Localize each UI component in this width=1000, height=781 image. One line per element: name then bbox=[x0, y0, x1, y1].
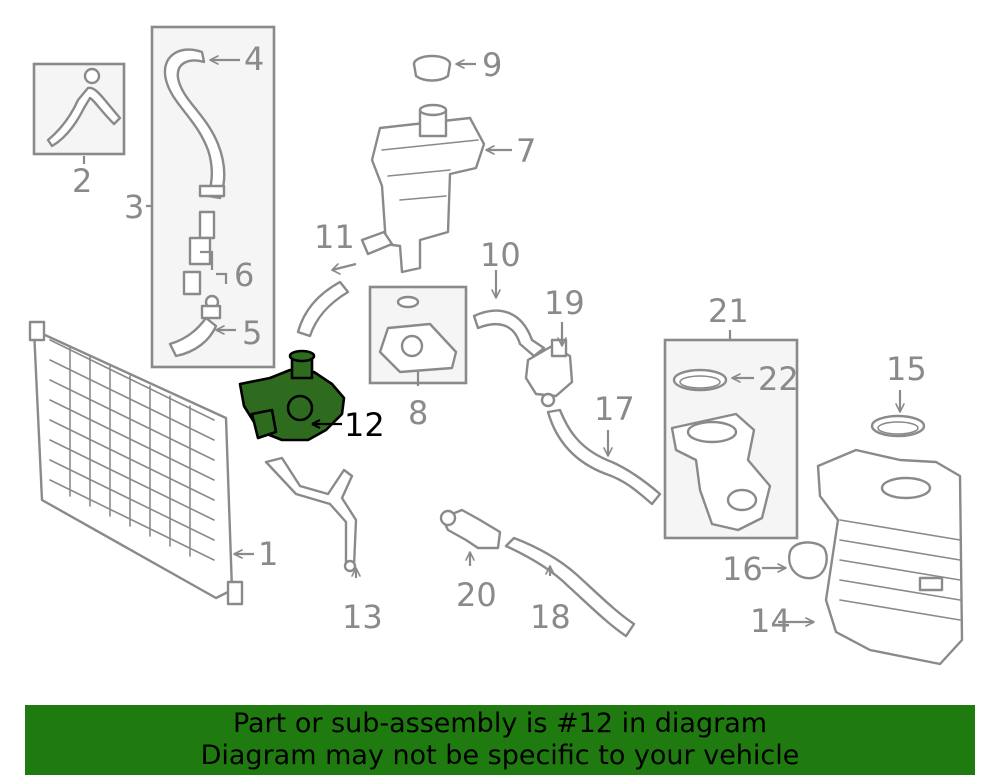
part-15-clamp[interactable] bbox=[870, 414, 926, 438]
part-12-water-pump[interactable] bbox=[238, 349, 346, 442]
part-8-bracket[interactable] bbox=[378, 295, 458, 374]
banner-line-1: Part or sub-assembly is #12 in diagram bbox=[232, 708, 768, 739]
callout-18: 18 bbox=[530, 598, 571, 636]
callout-13: 13 bbox=[342, 598, 383, 636]
callout-3: 3 bbox=[124, 188, 144, 226]
callout-11: 11 bbox=[314, 218, 355, 256]
part-16-gasket[interactable] bbox=[788, 541, 828, 580]
callout-15: 15 bbox=[886, 350, 927, 388]
callout-16: 16 bbox=[722, 550, 763, 588]
part-7-reservoir[interactable] bbox=[360, 103, 486, 274]
part-19-housing[interactable] bbox=[524, 338, 574, 408]
part-2-hose[interactable] bbox=[46, 67, 122, 148]
callout-7: 7 bbox=[516, 132, 536, 170]
callout-8: 8 bbox=[408, 394, 428, 432]
parts-diagram: 1 2 3 4 5 6 7 8 9 10 11 12 13 14 15 16 1… bbox=[28, 25, 964, 666]
callout-19: 19 bbox=[544, 284, 585, 322]
callout-1: 1 bbox=[258, 535, 278, 573]
callout-9: 9 bbox=[482, 46, 502, 84]
part-11-hose[interactable] bbox=[296, 280, 350, 338]
callout-22: 22 bbox=[758, 360, 799, 398]
part-1-radiator[interactable] bbox=[28, 320, 244, 606]
callout-20: 20 bbox=[456, 576, 497, 614]
part-9-cap[interactable] bbox=[412, 54, 452, 82]
callout-4: 4 bbox=[244, 40, 264, 78]
callout-2: 2 bbox=[72, 162, 92, 200]
callout-21: 21 bbox=[708, 292, 749, 330]
part-17-hose[interactable] bbox=[546, 408, 662, 506]
callout-14: 14 bbox=[750, 602, 791, 640]
callout-17: 17 bbox=[594, 390, 635, 428]
part-14-inverter[interactable] bbox=[816, 448, 964, 666]
part-21-housing[interactable] bbox=[670, 412, 772, 532]
info-banner: Part or sub-assembly is #12 in diagram D… bbox=[25, 705, 975, 775]
part-13-bracket[interactable] bbox=[264, 456, 358, 573]
part-5-hose[interactable] bbox=[168, 304, 222, 358]
part-18-hose[interactable] bbox=[504, 536, 636, 638]
callout-6: 6 bbox=[234, 256, 254, 294]
banner-line-2: Diagram may not be specific to your vehi… bbox=[200, 740, 800, 771]
part-20-fitting[interactable] bbox=[439, 508, 502, 550]
callout-5: 5 bbox=[242, 314, 262, 352]
part-22-clamp[interactable] bbox=[672, 368, 728, 392]
part-4-hose[interactable] bbox=[163, 48, 226, 200]
callout-10: 10 bbox=[480, 236, 521, 274]
callout-12: 12 bbox=[344, 406, 385, 444]
part-10-hose[interactable] bbox=[472, 309, 546, 358]
